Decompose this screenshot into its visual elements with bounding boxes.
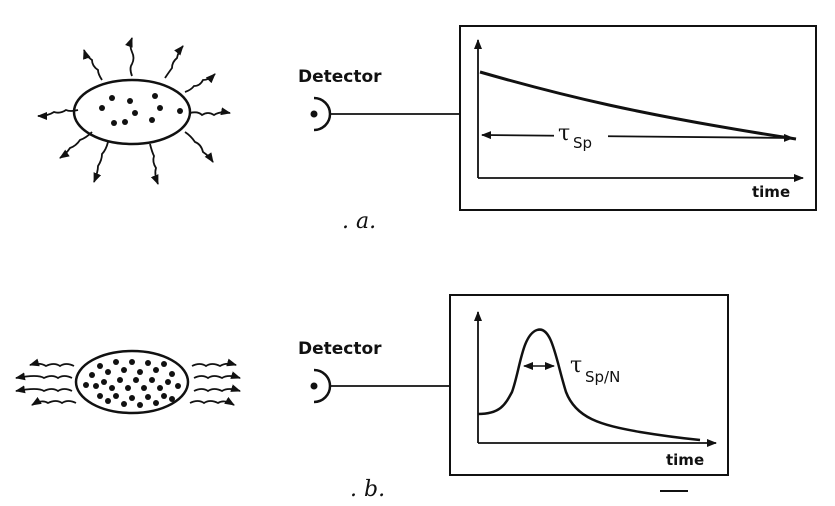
tau-label-bg-a xyxy=(554,118,608,152)
directional-emission-arrows xyxy=(15,358,241,406)
detector-label-b: Detector xyxy=(298,339,382,359)
tau-subscript-b: Sp/N xyxy=(585,368,620,386)
detector-label-a: Detector xyxy=(298,67,382,87)
dense-atom-cloud xyxy=(74,349,190,415)
time-label-a: time xyxy=(752,183,790,201)
tau-symbol-a: τ xyxy=(558,121,570,146)
pulse-curve-b xyxy=(477,328,701,442)
time-label-b: time xyxy=(666,451,704,469)
sparse-atom-cloud xyxy=(72,78,192,146)
panel-label-a: . a. xyxy=(342,209,376,234)
tau-subscript-a: Sp xyxy=(573,134,592,152)
panel-a: Detector τ Sp time . a. xyxy=(37,25,817,234)
detector-b xyxy=(310,368,450,404)
panel-b: Detector τ Sp/N time . b. xyxy=(15,294,729,502)
panel-label-b: . b. xyxy=(350,477,385,502)
decay-curve-a xyxy=(479,70,797,141)
plot-box-b xyxy=(449,294,729,476)
random-emission-arrows xyxy=(37,37,231,185)
tau-symbol-b: τ xyxy=(570,353,582,378)
tau-arrow-a xyxy=(481,131,794,142)
detector-a xyxy=(310,96,460,132)
plot-box-a xyxy=(459,25,817,211)
